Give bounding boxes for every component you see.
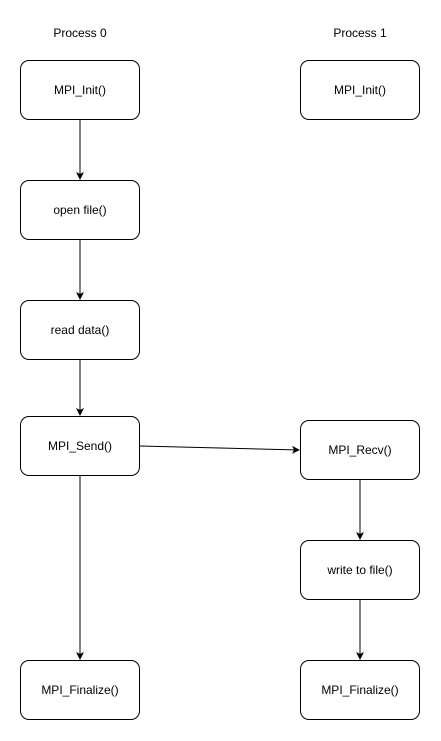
node-label: MPI_Finalize()	[41, 683, 119, 697]
arrow-p0_send-to-p1_recv	[139, 445, 300, 454]
node-p0-mpi-init[interactable]: MPI_Init()	[20, 60, 140, 120]
column-label-process-1: Process 1	[333, 26, 387, 40]
node-label: open file()	[53, 203, 107, 217]
node-label: MPI_Recv()	[328, 443, 392, 457]
node-p0-mpi-finalize[interactable]: MPI_Finalize()	[20, 660, 140, 720]
node-p0-read-data[interactable]: read data()	[20, 300, 140, 360]
node-label: write to file()	[327, 563, 393, 577]
node-p0-open-file[interactable]: open file()	[20, 180, 140, 240]
node-p1-mpi-recv[interactable]: MPI_Recv()	[300, 420, 420, 480]
node-label: MPI_Send()	[47, 439, 113, 453]
node-label: MPI_Init()	[333, 83, 386, 97]
node-p1-write-to-file[interactable]: write to file()	[300, 540, 420, 600]
node-p0-mpi-send[interactable]: MPI_Send()	[20, 416, 140, 476]
node-p1-mpi-finalize[interactable]: MPI_Finalize()	[300, 660, 420, 720]
node-label: MPI_Finalize()	[321, 683, 399, 697]
node-label: read data()	[50, 323, 110, 337]
column-label-process-0: Process 0	[53, 26, 107, 40]
node-p1-mpi-init[interactable]: MPI_Init()	[300, 60, 420, 120]
node-label: MPI_Init()	[53, 83, 106, 97]
